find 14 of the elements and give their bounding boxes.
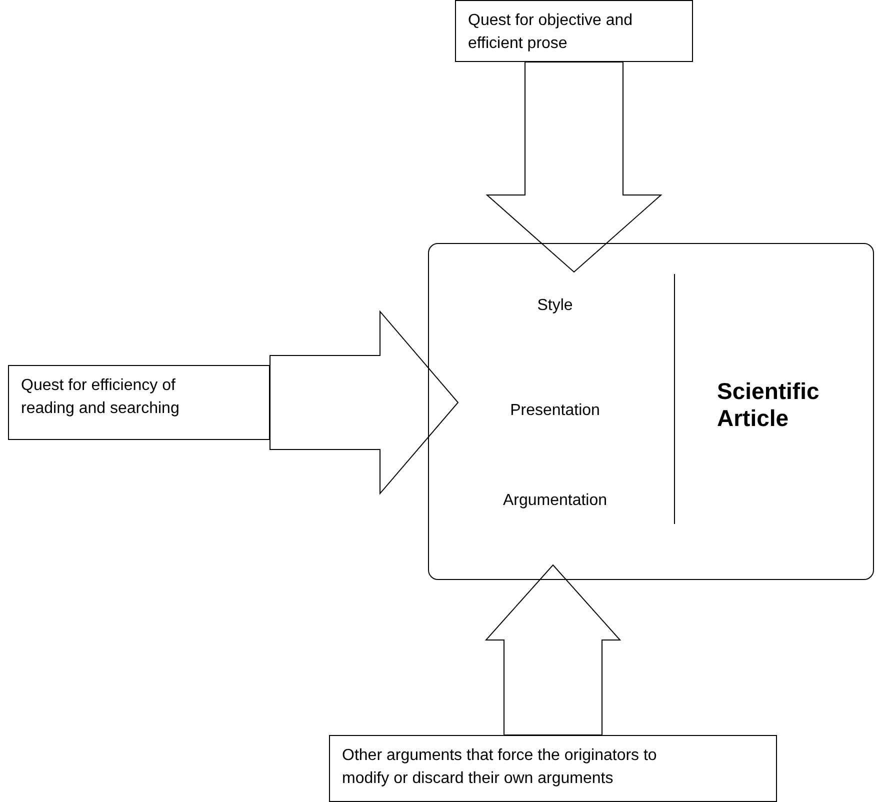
box-text: Quest for efficiency of reading and searching (21, 376, 180, 419)
rounded-panel (428, 243, 874, 580)
box-text: Other arguments that force the originators to modify or discard their own arguments (342, 746, 658, 789)
aspect-label: Style (536, 296, 574, 316)
box-text: Quest for objective and efficient prose (468, 11, 634, 54)
text-box (8, 365, 270, 440)
block-arrow (484, 564, 622, 736)
block-arrow (486, 62, 662, 273)
title-text: Scientific Article (717, 378, 820, 432)
text-box (329, 735, 777, 802)
text-box (455, 0, 693, 62)
aspect-label: Argumentation (502, 491, 608, 511)
aspect-label: Presentation (509, 401, 601, 421)
block-arrow (270, 310, 459, 495)
